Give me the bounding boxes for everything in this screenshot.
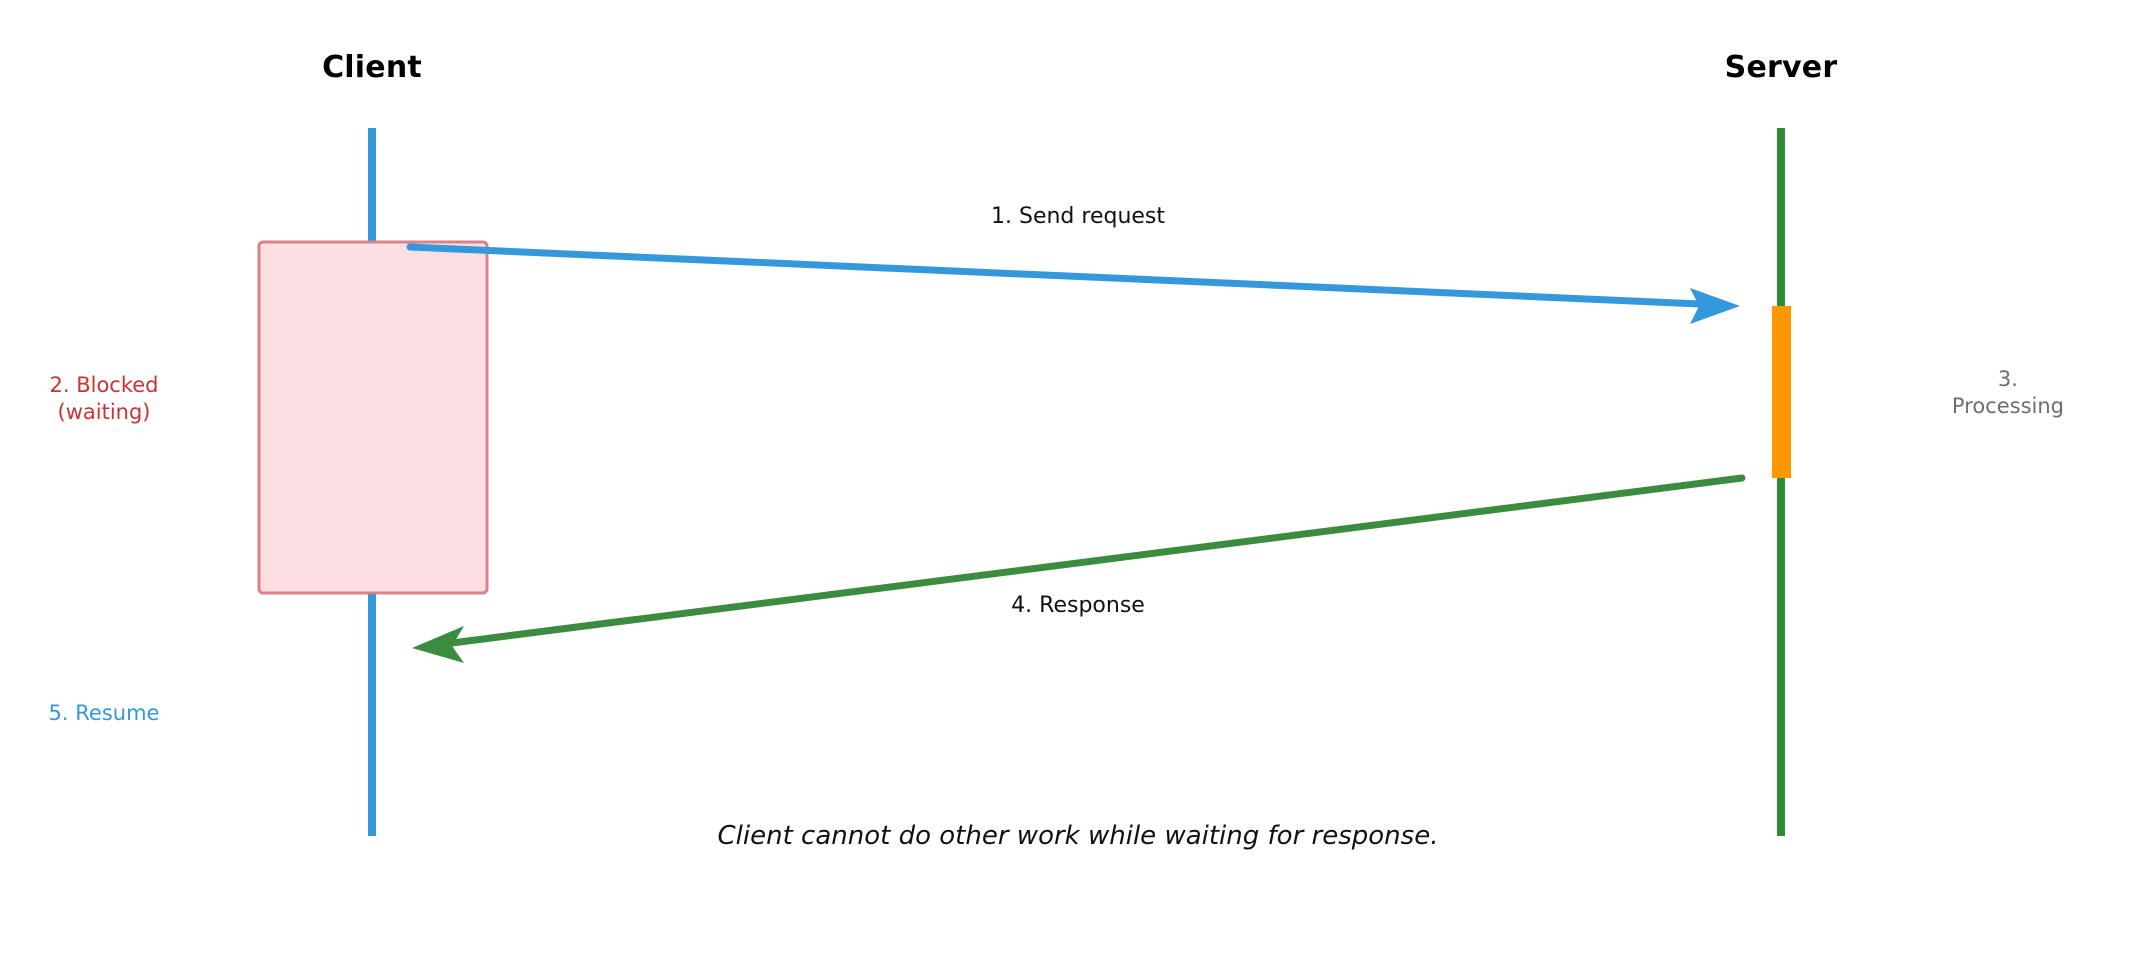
diagram-caption: Client cannot do other work while waitin…	[717, 821, 1439, 851]
client-blocked-region	[257, 240, 489, 595]
message-label-send-request: 1. Send request	[990, 204, 1166, 229]
participant-title-client: Client	[322, 50, 422, 85]
message-label-response: 4. Response	[1011, 593, 1145, 618]
send-request-arrow	[406, 243, 1740, 324]
note-label-processing: 3. Processing	[1951, 367, 2064, 418]
server-processing-activation-bar	[1772, 306, 1791, 478]
response-arrow	[412, 474, 1746, 663]
participant-title-server: Server	[1724, 50, 1838, 85]
note-label-blocked: 2. Blocked (waiting)	[49, 373, 159, 424]
note-label-resume: 5. Resume	[48, 701, 160, 725]
